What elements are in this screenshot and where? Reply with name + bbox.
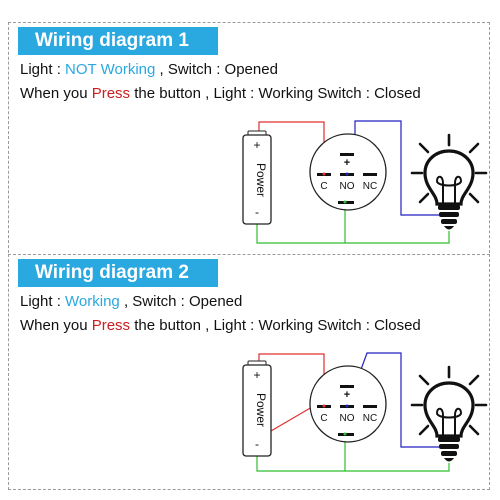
switch-state: , Switch : Opened bbox=[155, 61, 278, 78]
diagram-title: Wiring diagram 2 bbox=[18, 259, 218, 287]
light-status-line: Light : NOT Working , Switch : Opened bbox=[20, 61, 278, 78]
press-prefix: When you bbox=[20, 85, 92, 102]
switch-terminal-c: C bbox=[320, 181, 327, 192]
switch-terminal-nc: NC bbox=[363, 413, 377, 424]
light-state: NOT Working bbox=[65, 61, 156, 78]
green-wire-lamp bbox=[345, 231, 450, 244]
green-wire bbox=[256, 437, 346, 472]
switch-plus: + bbox=[344, 389, 350, 401]
press-instruction-line: When you Press the button , Light : Work… bbox=[20, 317, 421, 334]
push-switch-icon: + C NO NC bbox=[309, 365, 387, 443]
diagram-title: Wiring diagram 1 bbox=[18, 27, 218, 55]
wiring-schematic: + Power - + C NO NC bbox=[242, 352, 488, 472]
light-bulb-icon bbox=[410, 133, 488, 230]
battery-label: Power bbox=[254, 163, 268, 197]
light-label: Light : bbox=[20, 293, 66, 310]
switch-terminal-no: NO bbox=[340, 413, 355, 424]
press-prefix: When you bbox=[20, 317, 92, 334]
light-status-line: Light : Working , Switch : Opened bbox=[20, 293, 242, 310]
battery-minus: - bbox=[255, 205, 259, 219]
switch-state: , Switch : Opened bbox=[119, 293, 243, 310]
battery-plus: + bbox=[253, 138, 260, 152]
press-word: Press bbox=[91, 317, 131, 334]
battery-icon: + Power - bbox=[242, 360, 272, 457]
green-wire-lamp bbox=[345, 463, 450, 472]
green-wire bbox=[256, 205, 346, 244]
switch-terminal-no: NO bbox=[340, 181, 355, 192]
switch-terminal-nc: NC bbox=[363, 181, 377, 192]
blue-wire bbox=[354, 352, 439, 448]
battery-plus: + bbox=[253, 368, 260, 382]
light-label: Light : bbox=[20, 61, 66, 78]
wiring-diagram-panel-1: Wiring diagram 1 Light : NOT Working , S… bbox=[8, 22, 490, 258]
push-switch-icon: + C NO NC bbox=[309, 133, 387, 211]
blue-wire bbox=[354, 120, 439, 216]
press-suffix: the button , Light : Working Switch : Cl… bbox=[130, 317, 421, 334]
press-suffix: the button , Light : Working Switch : Cl… bbox=[130, 85, 421, 102]
battery-minus: - bbox=[255, 437, 259, 451]
press-instruction-line: When you Press the button , Light : Work… bbox=[20, 85, 421, 102]
wiring-diagram-panel-2: Wiring diagram 2 Light : Working , Switc… bbox=[8, 254, 490, 490]
battery-label: Power bbox=[254, 393, 268, 427]
press-word: Press bbox=[91, 85, 131, 102]
wiring-schematic: + Power - + C NO NC bbox=[242, 120, 488, 244]
switch-terminal-c: C bbox=[320, 413, 327, 424]
battery-icon: + Power - bbox=[242, 130, 272, 225]
light-bulb-icon bbox=[410, 365, 488, 462]
switch-plus: + bbox=[344, 157, 350, 169]
light-state: Working bbox=[65, 293, 120, 310]
